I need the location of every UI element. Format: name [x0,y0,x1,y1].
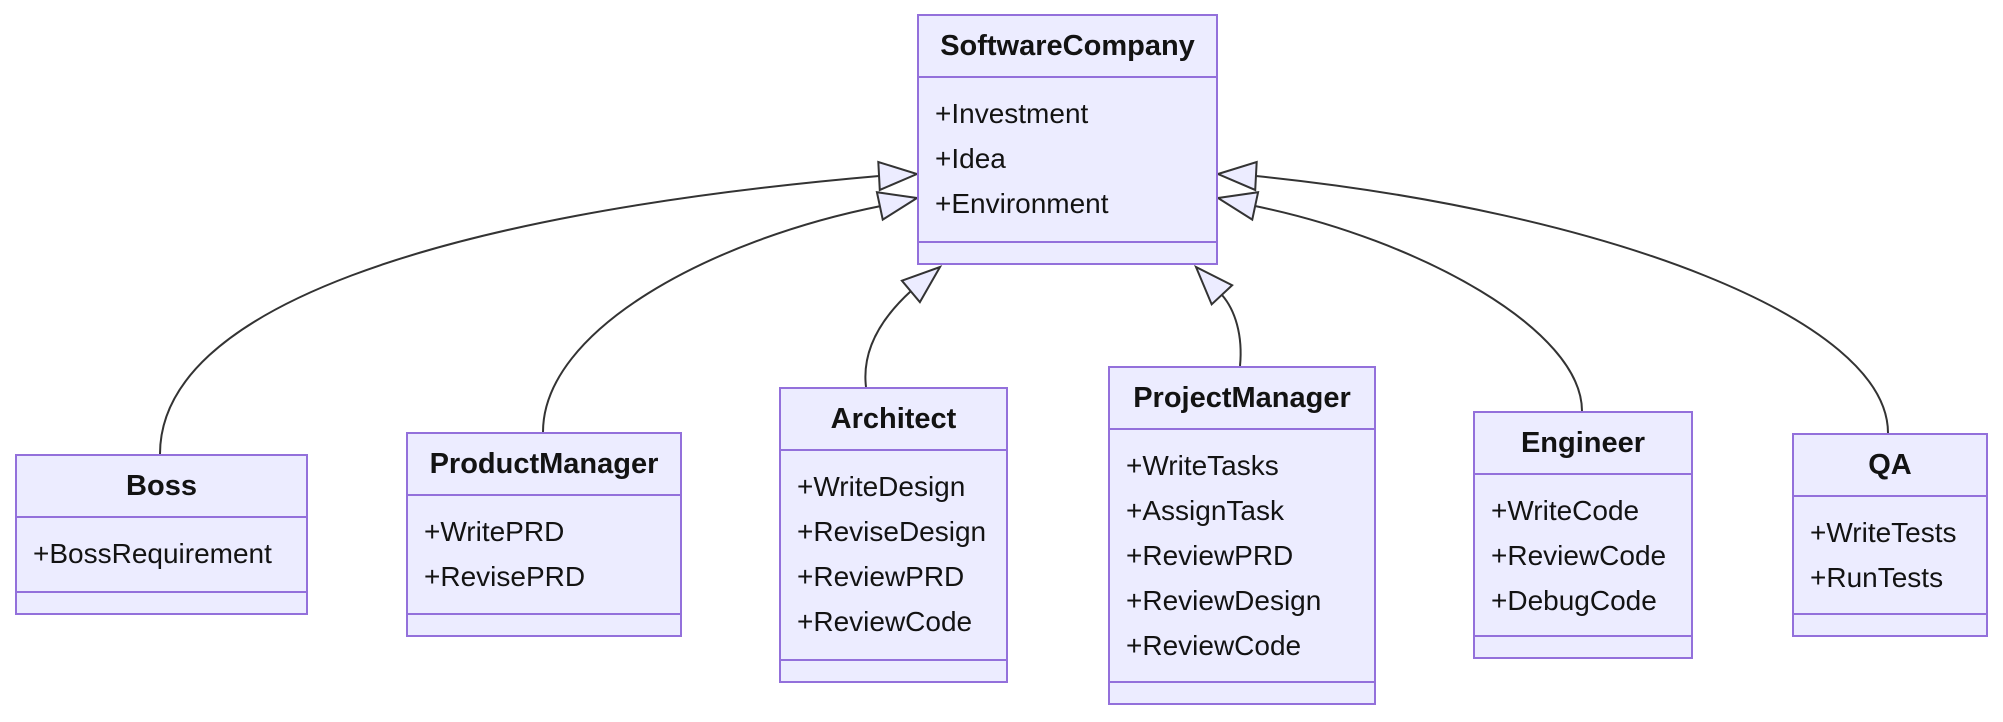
class-box-qa: QA +WriteTests +RunTests [1792,433,1988,637]
class-attribute: +ReviewCode [1126,630,1302,661]
class-attribute: +BossRequirement [33,538,272,569]
class-footer [17,591,306,613]
class-title: Architect [830,403,957,435]
class-attributes: +BossRequirement [17,516,306,591]
edge-project-manager-to-software-company [1221,294,1242,367]
inheritance-arrowhead-project-manager [1194,264,1234,307]
class-box-project-manager: ProjectManager +WriteTasks +AssignTask +Re… [1108,366,1376,705]
class-attribute: +WriteTests [1810,517,1957,548]
class-attribute: +RevisePRD [424,561,586,592]
class-attributes: +Investment +Idea +Environment [919,76,1216,241]
class-footer [1475,635,1691,657]
class-attribute: +WriteCode [1491,495,1640,526]
class-box-architect: Architect +WriteDesign +ReviseDesign +Revi… [779,387,1008,683]
class-title: Engineer [1520,427,1646,459]
class-attribute: +Investment [935,98,1089,129]
class-attribute: +ReviewCode [797,606,973,637]
class-attribute: +WriteDesign [797,471,966,502]
class-attribute: +RunTests [1810,562,1944,593]
edge-engineer-to-software-company [1254,205,1583,412]
class-box-product-manager: ProductManager +WritePRD +RevisePRD [406,432,682,637]
class-title: ProjectManager [1133,382,1351,414]
edge-product-manager-to-software-company [542,205,882,433]
class-footer [781,659,1006,681]
class-attribute: +ReviewDesign [1126,585,1322,616]
class-box-engineer: Engineer +WriteCode +ReviewCode +DebugCode [1473,411,1693,659]
edge-qa-to-software-company [1255,175,1889,434]
class-footer [919,241,1216,263]
edge-architect-to-software-company [864,290,912,388]
class-attribute: +ReviewPRD [797,561,965,592]
class-attribute: +DebugCode [1491,585,1657,616]
class-title: QA [1868,449,1912,481]
inheritance-arrowhead-engineer [1215,191,1260,222]
class-attribute: +ReviewPRD [1126,540,1294,571]
class-footer [1794,613,1986,635]
class-attribute: +WritePRD [424,516,565,547]
class-title: ProductManager [429,448,659,480]
class-footer [1110,681,1374,703]
class-attribute: +ReviewCode [1491,540,1667,571]
class-attribute: +AssignTask [1126,495,1284,526]
class-attributes: +WriteCode +ReviewCode +DebugCode [1475,473,1691,635]
class-attributes: +WritePRD +RevisePRD [408,494,680,613]
class-box-software-company: SoftwareCompany +Investment +Idea +Environ… [917,14,1218,265]
edge-boss-to-software-company [159,175,880,455]
class-box-boss: Boss +BossRequirement [15,454,308,615]
class-title: Boss [126,470,197,502]
inheritance-arrowhead-product-manager [875,191,920,222]
inheritance-arrowhead-boss [877,160,920,192]
inheritance-arrowhead-qa [1215,160,1258,192]
class-attribute: +Environment [935,188,1109,219]
class-attributes: +WriteDesign +ReviseDesign +ReviewPRD +Revi… [781,449,1006,659]
class-attribute: +ReviseDesign [797,516,987,547]
class-attribute: +WriteTasks [1126,450,1279,481]
class-footer [408,613,680,635]
class-attribute: +Idea [935,143,1006,174]
class-title: SoftwareCompany [940,30,1195,62]
class-attributes: +WriteTests +RunTests [1794,495,1986,613]
class-attributes: +WriteTasks +AssignTask +ReviewPRD +ReviewD… [1110,428,1374,681]
inheritance-arrowhead-architect [900,265,943,304]
